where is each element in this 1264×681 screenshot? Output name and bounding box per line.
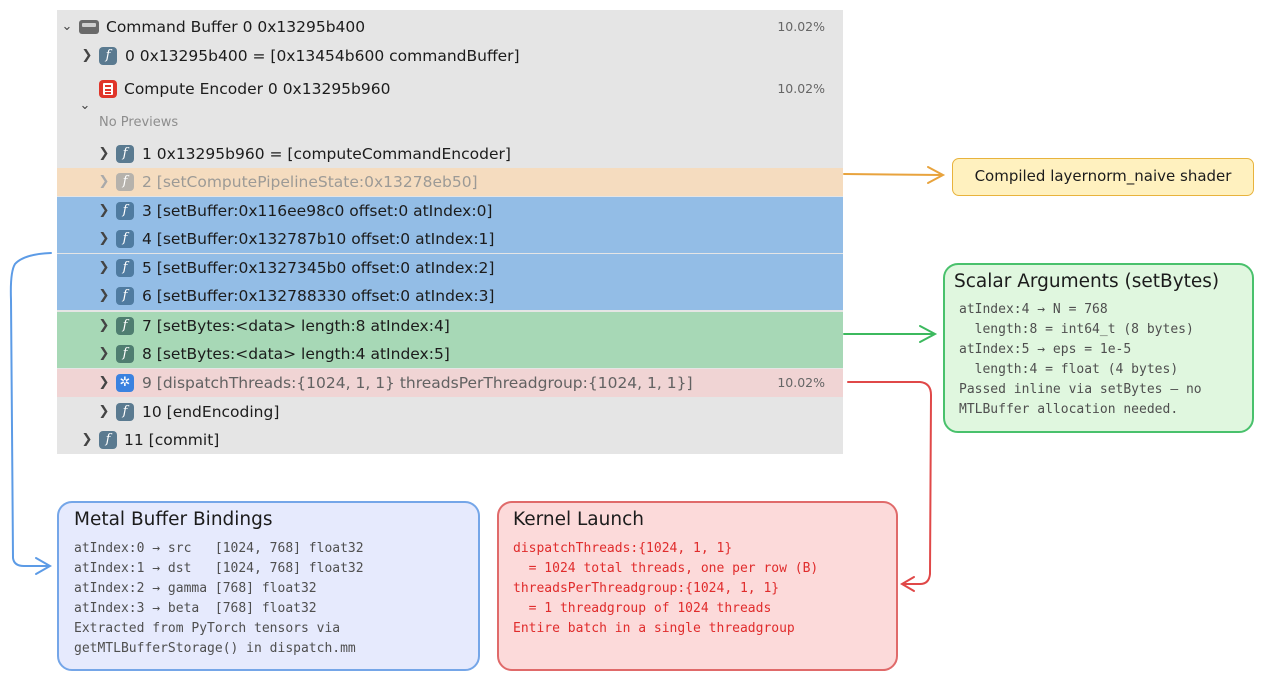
call-label: 2 [setComputePipelineState:0x13278eb50] [142,173,478,191]
call-label: 11 [commit] [124,431,220,449]
chevron-right-icon[interactable]: ❯ [98,174,110,189]
metal-connector [9,252,53,575]
metal-note-line: atIndex:1 → dst [1024, 768] float32 [74,561,364,576]
metal-note-line: atIndex:0 → src [1024, 768] float32 [74,541,364,556]
call-label: 3 [setBuffer:0x116ee98c0 offset:0 atInde… [142,202,493,220]
chevron-down-icon[interactable]: ⌄ [61,19,73,34]
kernel-note-line: threadsPerThreadgroup:{1024, 1, 1} [513,581,780,596]
call-label: 1 0x13295b960 = [computeCommandEncoder] [142,145,511,163]
function-icon: f [116,173,134,191]
function-icon: f [116,145,134,163]
chevron-right-icon[interactable]: ❯ [98,346,110,361]
function-icon: f [116,202,134,220]
metal-note-line: Extracted from PyTorch tensors via [74,621,341,636]
function-icon: f [116,259,134,277]
dispatch-percent: 10.02% [777,375,825,390]
call-label: 6 [setBuffer:0x132788330 offset:0 atInde… [142,287,495,305]
kernel-note-line: Entire batch in a single threadgroup [513,621,795,636]
chevron-right-icon[interactable]: ❯ [98,318,110,333]
scalar-note-line: length:8 = int64_t (8 bytes) [959,322,1194,337]
call-row-11[interactable]: ❯ f 11 [commit] [57,426,843,454]
compute-encoder-row[interactable]: Compute Encoder 0 0x13295b960 10.02% [57,75,843,103]
call-row-2[interactable]: ❯ f 2 [setComputePipelineState:0x13278eb… [57,168,843,196]
compute-encoder-percent: 10.02% [777,81,825,96]
chevron-down-icon[interactable]: ⌄ [79,98,91,113]
metal-buffer-bindings-note: Metal Buffer Bindings atIndex:0 → src [1… [57,501,480,671]
scalar-note-title: Scalar Arguments (setBytes) [954,271,1220,292]
no-previews-label: No Previews [99,115,179,130]
kernel-note-line: = 1024 total threads, one per row (B) [513,561,819,576]
command-buffer-percent: 10.02% [777,19,825,34]
metal-note-line: atIndex:3 → beta [768] float32 [74,601,317,616]
call-row-3[interactable]: ❯ f 3 [setBuffer:0x116ee98c0 offset:0 at… [57,197,843,225]
chevron-right-icon[interactable]: ❯ [98,288,110,303]
call-row-5[interactable]: ❯ f 5 [setBuffer:0x1327345b0 offset:0 at… [57,254,843,282]
trace-navigator: ⌄ Command Buffer 0 0x13295b400 10.02% ❯ … [57,10,843,454]
metal-note-title: Metal Buffer Bindings [74,509,273,530]
shader-connector [843,166,946,184]
function-icon: f [99,431,117,449]
command-buffer-row[interactable]: ⌄ Command Buffer 0 0x13295b400 10.02% [57,13,843,41]
scalar-connector [843,325,938,343]
kernel-note-title: Kernel Launch [513,509,644,530]
chevron-right-icon[interactable]: ❯ [98,375,110,390]
scalar-note-line: length:4 = float (4 bytes) [959,362,1179,377]
function-icon: f [116,287,134,305]
call-row-0[interactable]: ❯ f 0 0x13295b400 = [0x13454b600 command… [57,42,843,70]
call-row-1[interactable]: ❯ f 1 0x13295b960 = [computeCommandEncod… [57,140,843,168]
call-row-9[interactable]: ❯ ✲ 9 [dispatchThreads:{1024, 1, 1} thre… [57,369,843,397]
command-buffer-icon [79,20,99,34]
kernel-note-line: = 1 threadgroup of 1024 threads [513,601,772,616]
chevron-right-icon[interactable]: ❯ [98,146,110,161]
call-row-7[interactable]: ❯ f 7 [setBytes:<data> length:8 atIndex:… [57,312,843,340]
chevron-right-icon[interactable]: ❯ [98,260,110,275]
kernel-connector [847,381,933,592]
function-icon: f [116,317,134,335]
chevron-right-icon[interactable]: ❯ [81,432,93,447]
function-icon: f [99,47,117,65]
command-buffer-label: Command Buffer 0 0x13295b400 [106,18,366,36]
function-icon: f [116,403,134,421]
chevron-right-icon[interactable]: ❯ [98,231,110,246]
shader-note: Compiled layernorm_naive shader [952,158,1254,196]
dispatch-icon: ✲ [116,374,134,392]
call-row-8[interactable]: ❯ f 8 [setBytes:<data> length:4 atIndex:… [57,340,843,368]
metal-note-line: atIndex:2 → gamma [768] float32 [74,581,317,596]
scalar-note-line: Passed inline via setBytes — no [959,382,1202,397]
call-label: 5 [setBuffer:0x1327345b0 offset:0 atInde… [142,259,495,277]
call-row-10[interactable]: ❯ f 10 [endEncoding] [57,398,843,426]
shader-note-text: Compiled layernorm_naive shader [974,167,1232,185]
function-icon: f [116,230,134,248]
scalar-note-line: MTLBuffer allocation needed. [959,402,1179,417]
chevron-right-icon[interactable]: ❯ [98,203,110,218]
compute-encoder-icon [99,80,117,98]
call-label: 8 [setBytes:<data> length:4 atIndex:5] [142,345,450,363]
kernel-launch-note: Kernel Launch dispatchThreads:{1024, 1, … [497,501,898,671]
kernel-note-line: dispatchThreads:{1024, 1, 1} [513,541,733,556]
function-icon: f [116,345,134,363]
call-label: 9 [dispatchThreads:{1024, 1, 1} threadsP… [142,374,693,392]
metal-note-line: getMTLBufferStorage() in dispatch.mm [74,641,356,656]
chevron-right-icon[interactable]: ❯ [98,404,110,419]
call-row-6[interactable]: ❯ f 6 [setBuffer:0x132788330 offset:0 at… [57,282,843,310]
scalar-note-line: atIndex:4 → N = 768 [959,302,1108,317]
chevron-right-icon[interactable]: ❯ [81,48,93,63]
call-label: 7 [setBytes:<data> length:8 atIndex:4] [142,317,450,335]
call-label: 10 [endEncoding] [142,403,280,421]
call-row-4[interactable]: ❯ f 4 [setBuffer:0x132787b10 offset:0 at… [57,225,843,253]
call-label: 0 0x13295b400 = [0x13454b600 commandBuff… [125,47,520,65]
call-label: 4 [setBuffer:0x132787b10 offset:0 atInde… [142,230,495,248]
compute-encoder-label: Compute Encoder 0 0x13295b960 [124,80,391,98]
scalar-arguments-note: Scalar Arguments (setBytes) atIndex:4 → … [943,263,1254,433]
scalar-note-line: atIndex:5 → eps = 1e-5 [959,342,1132,357]
